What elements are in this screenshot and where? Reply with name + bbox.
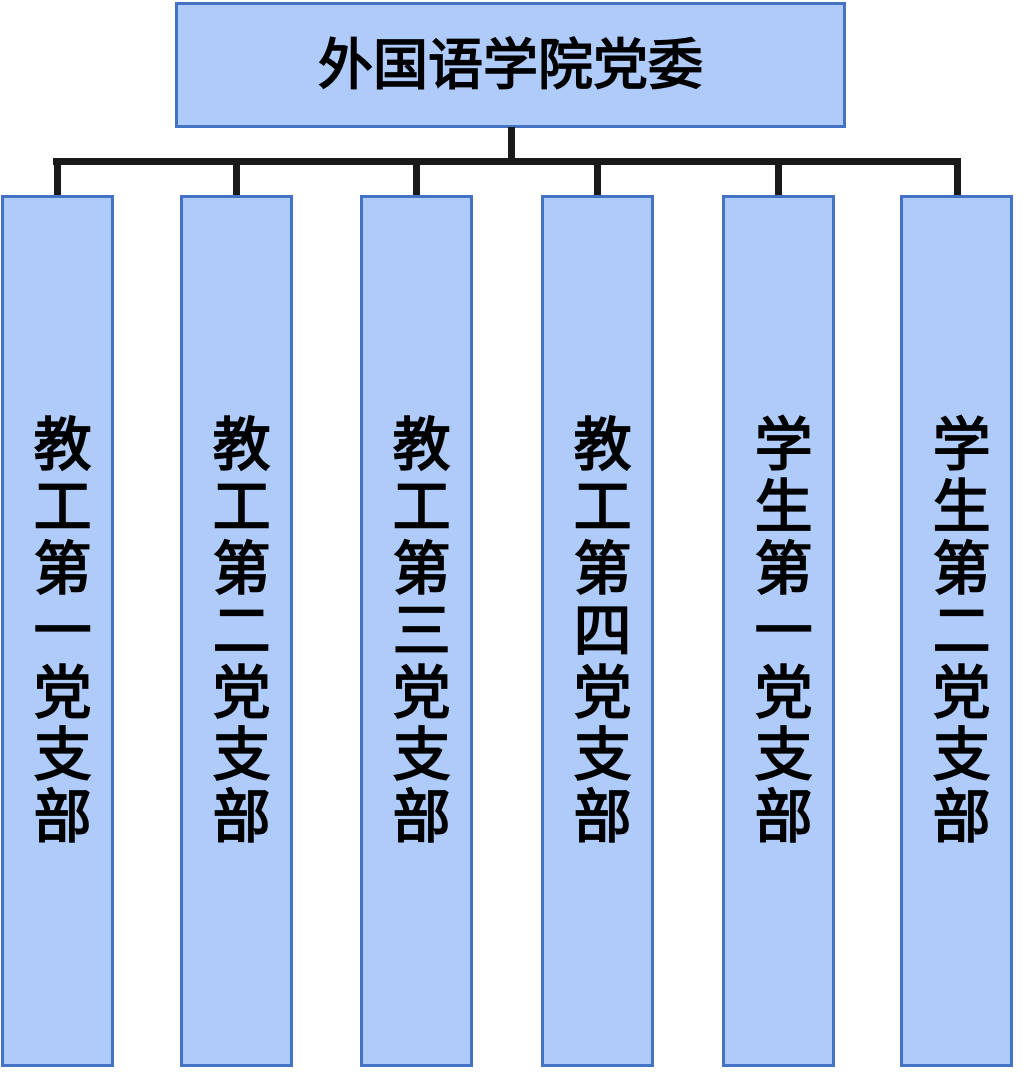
connector-root-stem — [508, 127, 515, 165]
connector-drop-6 — [954, 158, 961, 198]
org-node-branch-3[interactable]: 教工第三党支部 — [360, 195, 473, 1067]
connector-drop-1 — [54, 158, 61, 198]
org-node-branch-4[interactable]: 教工第四党支部 — [541, 195, 654, 1067]
connector-drop-4 — [594, 158, 601, 198]
org-node-branch-2[interactable]: 教工第二党支部 — [180, 195, 293, 1067]
org-node-branch-1-label: 教工第一党支部 — [23, 414, 92, 848]
org-node-branch-2-label: 教工第二党支部 — [202, 414, 271, 848]
org-node-branch-6-label: 学生第二党支部 — [922, 414, 991, 848]
connector-drop-5 — [775, 158, 782, 198]
org-node-branch-6[interactable]: 学生第二党支部 — [900, 195, 1013, 1067]
org-node-branch-4-label: 教工第四党支部 — [563, 414, 632, 848]
org-node-root[interactable]: 外国语学院党委 — [175, 2, 846, 128]
org-node-branch-1[interactable]: 教工第一党支部 — [1, 195, 114, 1067]
org-node-root-label: 外国语学院党委 — [317, 32, 703, 97]
connector-horizontal-bus — [53, 158, 961, 165]
org-node-branch-3-label: 教工第三党支部 — [382, 414, 451, 848]
connector-drop-2 — [233, 158, 240, 198]
org-node-branch-5-label: 学生第一党支部 — [744, 414, 813, 848]
connector-drop-3 — [413, 158, 420, 198]
org-node-branch-5[interactable]: 学生第一党支部 — [722, 195, 835, 1067]
